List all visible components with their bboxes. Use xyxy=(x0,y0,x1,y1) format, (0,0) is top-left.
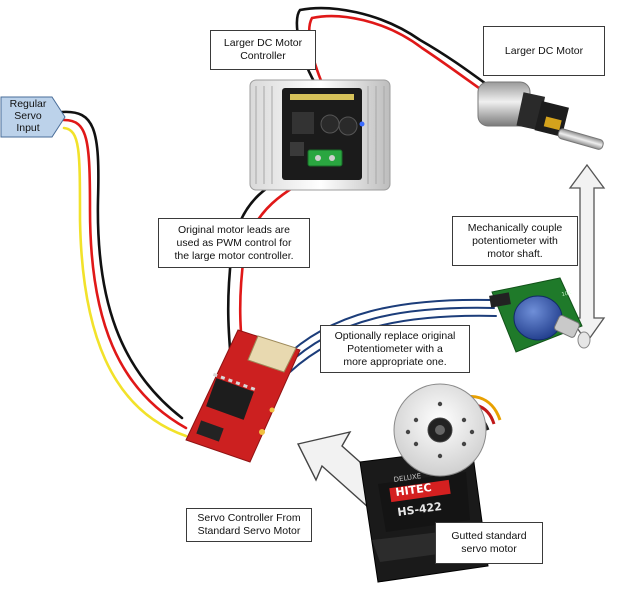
servo-input-label: Regular Servo Input xyxy=(9,98,47,134)
dc-controller-label: Larger DC Motor Controller xyxy=(210,30,316,70)
yellow-wire xyxy=(62,126,188,438)
servo-model-text: HS-422 xyxy=(397,500,443,519)
svg-text:10K: 10K xyxy=(561,290,572,298)
motor-leads-label: Original motor leads are used as PWM con… xyxy=(158,218,310,268)
servo-controller-board xyxy=(185,329,301,463)
servo-deluxe-text: DELUXE xyxy=(393,472,422,484)
gutted-servo-label: Gutted standard servo motor xyxy=(435,522,543,564)
couple-pot-label: Mechanically couple potentiometer with m… xyxy=(452,216,578,266)
red-wire xyxy=(62,118,188,430)
black-wire xyxy=(60,110,184,420)
servo-controller-label: Servo Controller From Standard Servo Mot… xyxy=(186,508,312,542)
dc-motor-label: Larger DC Motor xyxy=(483,26,605,76)
potentiometer-module: 10K xyxy=(489,277,591,353)
dc-motor xyxy=(477,81,604,150)
replace-pot-label: Optionally replace original Potentiomete… xyxy=(320,325,470,373)
servo-printed-text: DELUXE HITEC HS-422 xyxy=(393,472,442,519)
servo-input-wires xyxy=(60,110,188,438)
servo-brand-text: HITEC xyxy=(395,481,433,499)
dc-motor-controller xyxy=(249,79,391,191)
servo-input-tag-shape xyxy=(0,96,66,138)
servo-input-label-wrap: Regular Servo Input xyxy=(0,96,66,138)
